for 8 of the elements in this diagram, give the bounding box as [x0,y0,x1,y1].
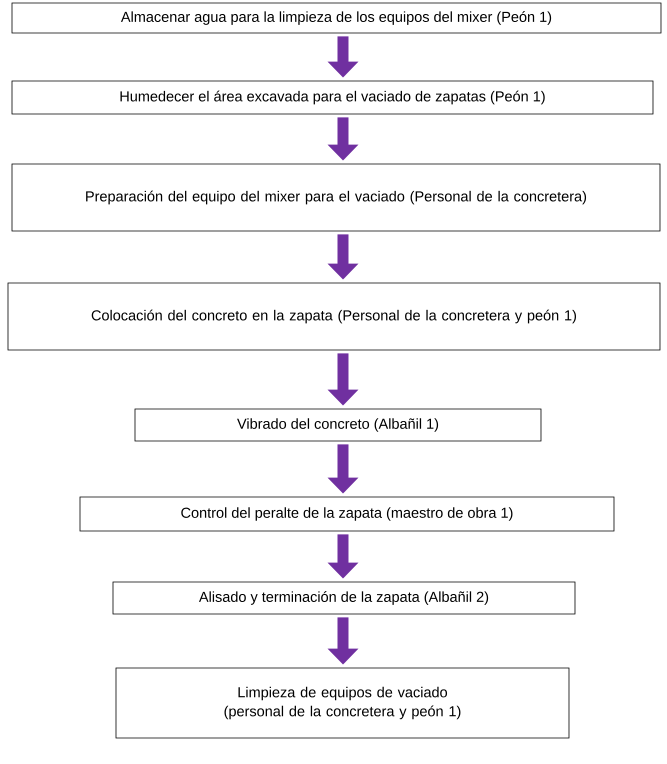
process-box: Preparación del equipo del mixer para el vaciado (Personal de la concretera) [12,164,660,232]
process-box: Limpieza de equipos de vaciado (personal de la concretera y peón 1) [116,668,570,738]
process-box: Vibrado del concreto (Albañil 1) [134,408,542,442]
process-box: Control del peralte de la zapata (maestro de obra 1) [80,496,614,532]
process-box: Humedecer el área excavada para el vaciado de zapatas (Peón 1) [12,80,654,114]
process-box: Almacenar agua para la limpieza de los equipos del mixer (Peón 1) [12,2,662,34]
process-box: Colocación del concreto en la zapata (Personal de la concretera y peón 1) [8,282,660,350]
process-box: Alisado y terminación de la zapata (Albañil 2) [112,582,576,614]
